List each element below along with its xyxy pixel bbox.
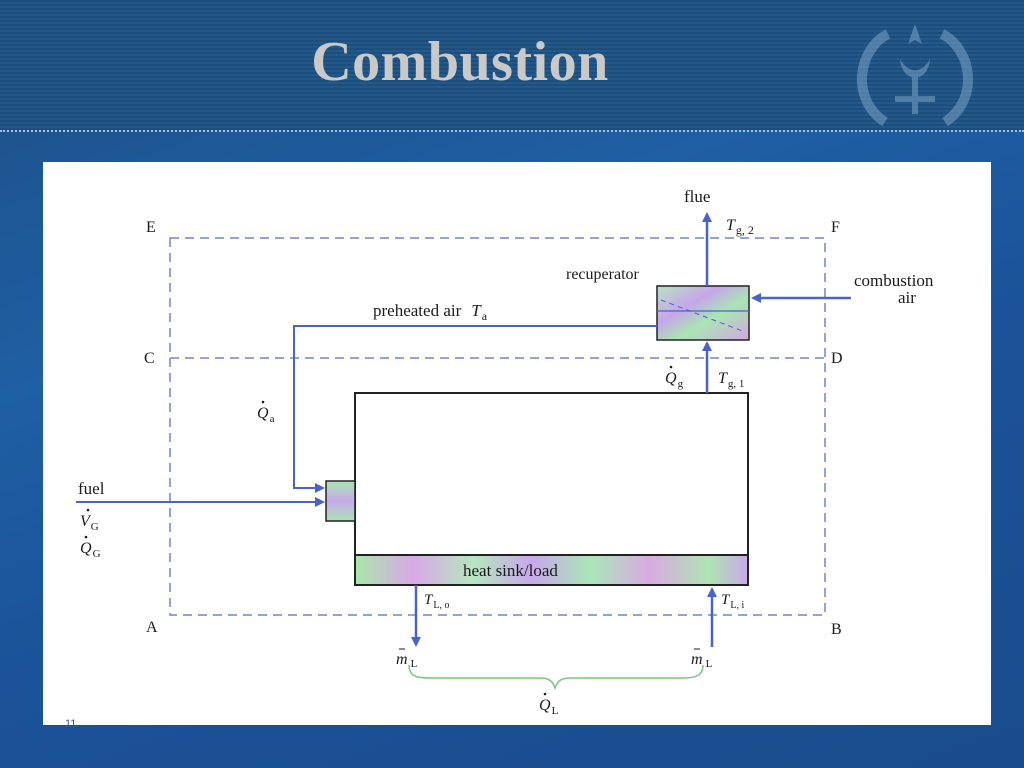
corner-label-b: B xyxy=(831,621,842,638)
furnace-energy-balance-diagram: E F C D A B heat sink/load recuperator f… xyxy=(76,187,934,717)
q-l-curly-brace xyxy=(408,664,704,691)
q-l-dot xyxy=(543,692,547,696)
combustion-air-label-line2: air xyxy=(898,288,916,307)
flue-label: flue xyxy=(684,187,710,206)
corner-label-f: F xyxy=(831,219,840,236)
fuel-heat-dot xyxy=(84,535,88,539)
corner-label-c: C xyxy=(144,350,155,367)
corner-label-e: E xyxy=(146,219,156,236)
recuperator xyxy=(656,285,750,341)
fuel-heat-flow-label: QG xyxy=(80,540,101,560)
title-bar xyxy=(0,0,1024,130)
slide-number: 11 xyxy=(65,718,77,730)
flue-temp-label: Tg, 2 xyxy=(726,217,754,237)
recuperator-diagonal xyxy=(660,299,746,333)
q-l-label: QL xyxy=(539,697,559,717)
recuperator-label: recuperator xyxy=(566,266,640,283)
preheated-air-line xyxy=(293,325,657,493)
q-a-label: Qa xyxy=(257,405,275,425)
t-g1-label: Tg, 1 xyxy=(718,370,744,390)
t-li-label: TL, i xyxy=(721,592,744,611)
corner-label-a: A xyxy=(146,619,158,636)
university-logo xyxy=(857,24,973,127)
q-g-dot xyxy=(669,365,673,369)
boundary-ef-ab xyxy=(169,237,826,616)
corner-label-d: D xyxy=(831,350,843,367)
furnace-chamber xyxy=(354,392,749,586)
header-divider xyxy=(0,130,1024,132)
combustion-air-label-line1: combustion xyxy=(854,271,934,290)
q-g-label: Qg xyxy=(665,370,684,390)
diagram-panel: E F C D A B heat sink/load recuperator f… xyxy=(43,162,991,725)
fuel-label: fuel xyxy=(78,479,105,498)
heat-sink-load xyxy=(354,554,749,586)
fuel-volume-dot xyxy=(86,508,90,512)
t-lo-label: TL, o xyxy=(424,592,449,611)
heat-sink-label: heat sink/load xyxy=(463,561,558,580)
burner xyxy=(325,480,356,522)
fuel-volume-flow-label: VG xyxy=(80,513,99,533)
q-a-dot xyxy=(261,400,265,404)
slide-title: Combustion xyxy=(311,31,609,93)
